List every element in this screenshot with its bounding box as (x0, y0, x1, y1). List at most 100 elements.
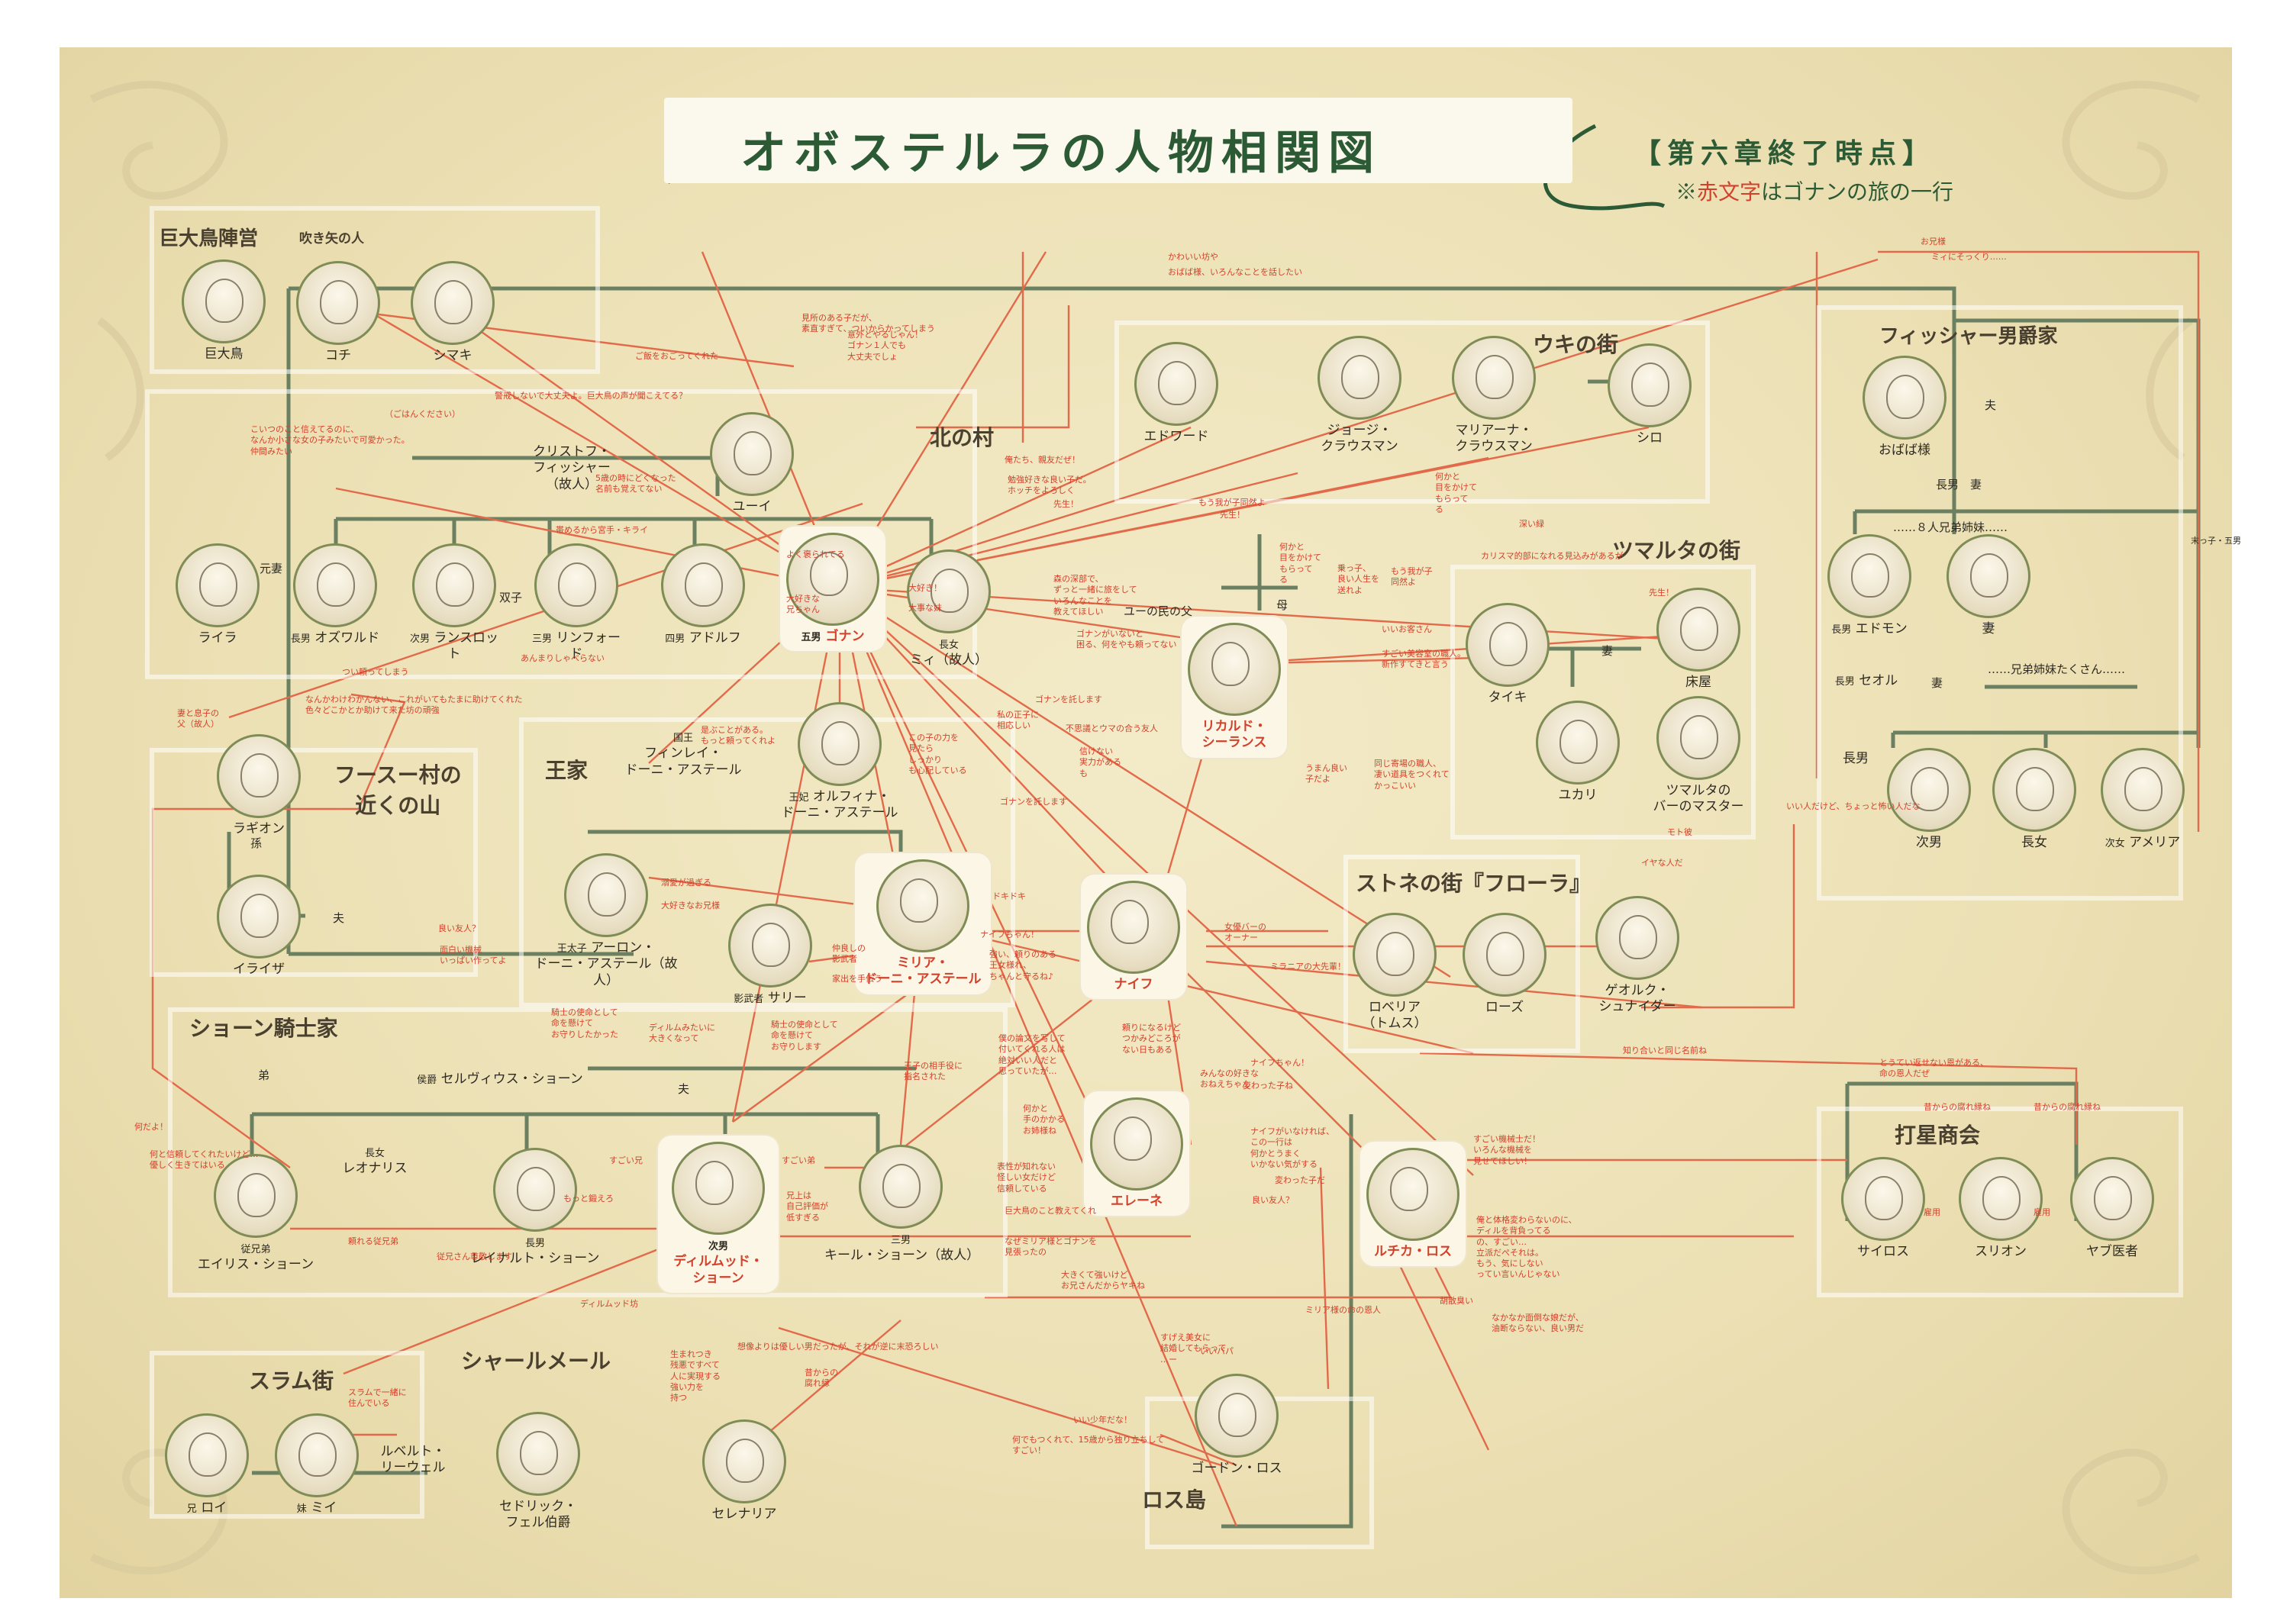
relation-note: 信けない 実力がある も (1079, 746, 1121, 778)
label-otto2: 夫 (333, 911, 345, 925)
relation-note: いいパパ (1200, 1346, 1234, 1356)
relation-note: もう我が子同然よ (1198, 498, 1266, 508)
group-title-kyodaicho-sub: 吹き矢の人 (299, 231, 364, 246)
portrait-icon (1827, 534, 1911, 618)
portrait-icon (1608, 343, 1692, 427)
relation-note: 先生！ (1649, 588, 1674, 598)
person-name: リカルド・ シーランス (1201, 719, 1267, 751)
portrait-icon (214, 1154, 298, 1238)
person-role: 兄 (186, 1503, 197, 1515)
person-name: ルチカ・ロス (1374, 1244, 1452, 1259)
person-tsumaruta-master: ツマルタの バーのマスター (1649, 696, 1748, 816)
person-elene: エレーネ (1084, 1091, 1189, 1216)
relation-note: 変わった子だ (1275, 1175, 1325, 1185)
portrait-icon (786, 533, 879, 626)
relation-note: 昔からの腐れ縁ね (2034, 1102, 2101, 1112)
relation-note: ミィにそっくり…… (1931, 252, 2007, 262)
person-name: 次女 アメリア (2093, 835, 2192, 851)
person-role: 長男 (290, 633, 311, 645)
relation-note: 王子の相手役に 指名された (904, 1061, 963, 1082)
person-edward: エドワード (1127, 342, 1226, 445)
relation-note: 乗っ子、 良い人生を 送れよ (1337, 563, 1379, 595)
label-choman-tsuma: 長男 妻 (1936, 478, 1982, 491)
person-role: 長男 (524, 1238, 545, 1249)
relation-note: 妻と息子の 父（故人） (177, 708, 219, 730)
portrait-icon (798, 702, 882, 786)
relation-note: お兄様 (1921, 237, 1946, 246)
relation-note: もっと鍛えろ (563, 1194, 614, 1204)
relation-note: ナイフがいなければ、 この一行は 何かとうまく いかない気がする (1250, 1126, 1334, 1169)
relation-note: 家出を手伝う (832, 974, 882, 984)
portrait-icon (1463, 913, 1547, 997)
legend: ※赤文字はゴナンの旅の一行 (1676, 176, 1953, 206)
person-gordon: ゴードン・ロス (1176, 1374, 1298, 1477)
person-amelia: 次女 アメリア (2093, 748, 2192, 851)
relation-note: ゴナンがいないと 困る、何をやも頼ってない (1076, 629, 1177, 650)
person-name: ミリア・ ドーニ・アステール (864, 955, 982, 988)
relation-note: 俺と体格変わらないのに、 ディルを背負ってる の、すごい… 立派だぺそれは。 も… (1476, 1215, 1577, 1280)
person-name: 長女 レオナリス (333, 1145, 417, 1178)
person-tokoya: 床屋 (1649, 588, 1748, 691)
relation-note: 何かと 目をかけて もらって る (1435, 472, 1477, 514)
relation-note: 兄上は 自己評価が 低すぎる (786, 1191, 828, 1223)
relation-note: 何だよ！ (134, 1122, 168, 1132)
person-name: 次男 ランスロット (405, 630, 504, 663)
relation-note: うまん良い 子だよ (1305, 763, 1347, 785)
relation-note: ゴナンを託します (1035, 694, 1102, 704)
label-suekko: 末っ子・五男 (2191, 536, 2241, 546)
portrait-icon (217, 875, 301, 959)
portrait-icon (182, 259, 266, 343)
group-title-kitanomura: 北の村 (930, 425, 995, 450)
person-role: 長女 (938, 640, 959, 651)
person-surion: スリオン (1951, 1157, 2050, 1260)
portrait-icon (165, 1413, 249, 1497)
group-title-losu: ロス島 (1142, 1487, 1207, 1513)
label-haha: 母 (1276, 598, 1289, 612)
group-kyodaicho (150, 206, 600, 374)
person-sylvius: 侯爵 セルヴィウス・ショーン (405, 1068, 595, 1088)
relation-note: 是ぶことがある。 もっと頼ってくれよ (701, 725, 776, 746)
person-edmon-wife: 妻 (1939, 534, 2038, 637)
relation-note: おばば様、いろんなことを話したい (1168, 267, 1302, 277)
relation-note: ミラニアの大先輩！ (1270, 962, 1346, 972)
portrait-icon (661, 543, 745, 627)
relation-note: 昔からの 腐れ縁 (805, 1368, 838, 1389)
relation-note: 大事な妹 (908, 603, 942, 613)
person-name: セレナリア (711, 1506, 777, 1522)
group-title-slum: スラム街 (249, 1368, 334, 1394)
portrait-icon (1595, 896, 1679, 980)
person-yukari: ユカリ (1528, 701, 1627, 804)
portrait-icon (1087, 881, 1180, 974)
person-name: シマキ (433, 348, 473, 363)
relation-note: 変わった子ね (1243, 1081, 1293, 1091)
relation-note: ご飯をおごってくれた (635, 351, 719, 361)
portrait-icon (1452, 336, 1536, 420)
portrait-icon (1134, 342, 1218, 426)
person-mariana: マリアーナ・ クラウスマン (1444, 336, 1543, 456)
relation-note: かわいい坊や (1168, 252, 1218, 262)
person-name: 侯爵 セルヴィウス・ショーン (405, 1071, 595, 1088)
person-role: 妹 (296, 1503, 307, 1515)
person-name: 長女 ミィ（故人） (899, 636, 998, 669)
person-role: 長男 (1834, 676, 1855, 688)
group-shone (168, 1007, 1008, 1297)
person-name: ヤブ医者 (2086, 1244, 2138, 1259)
group-title-fusu: フースー村の 近くの山 (334, 762, 462, 818)
person-name: ライラ (198, 630, 237, 646)
person-rose: ローズ (1455, 913, 1554, 1016)
group-title-ukinomachi: ウキの街 (1533, 332, 1619, 357)
person-raira: ライラ (168, 543, 267, 646)
relation-note: 帯めるから宮手・キライ (556, 525, 648, 535)
group-title-shone: ショーン騎士家 (189, 1016, 338, 1041)
relation-note: 頼れる従兄弟 (348, 1236, 398, 1246)
portrait-icon (2070, 1157, 2154, 1241)
person-fisher-jinan: 次男 (1879, 748, 1979, 851)
person-name: 妻 (1982, 621, 1995, 636)
person-ruchika: ルチカ・ロス (1360, 1142, 1466, 1267)
relation-note: ゴナンを託します (1000, 797, 1067, 807)
relation-note: 大好きなお兄様 (661, 901, 720, 910)
person-sairos: サイロス (1834, 1157, 1933, 1260)
title-banner (664, 98, 1572, 183)
portrait-icon (275, 1413, 359, 1497)
group-title-uchiboshi: 打星商会 (1895, 1123, 1981, 1148)
